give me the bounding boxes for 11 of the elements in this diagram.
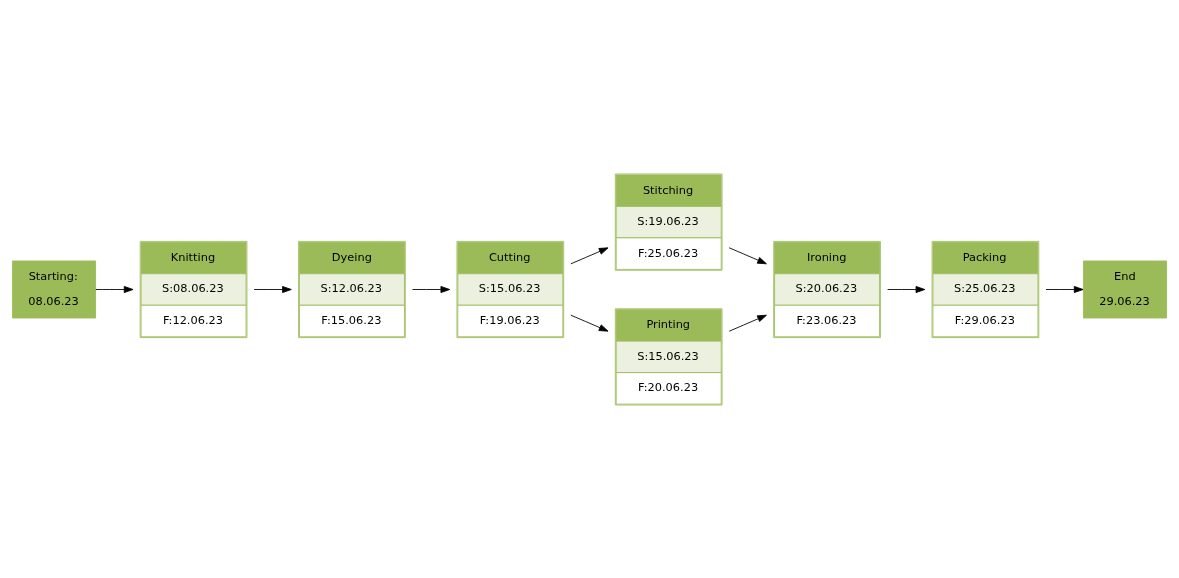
node-box: End 29.06.23 bbox=[1083, 260, 1167, 318]
arrow bbox=[253, 285, 292, 293]
arrow bbox=[95, 285, 134, 293]
arrow bbox=[887, 285, 926, 293]
arrow bbox=[728, 314, 767, 332]
arrow bbox=[1045, 285, 1084, 293]
arrow bbox=[570, 246, 609, 264]
arrow bbox=[412, 285, 451, 293]
arrow bbox=[570, 314, 609, 332]
node-box: Starting: 08.06.23 bbox=[12, 260, 96, 318]
arrow bbox=[728, 246, 767, 264]
